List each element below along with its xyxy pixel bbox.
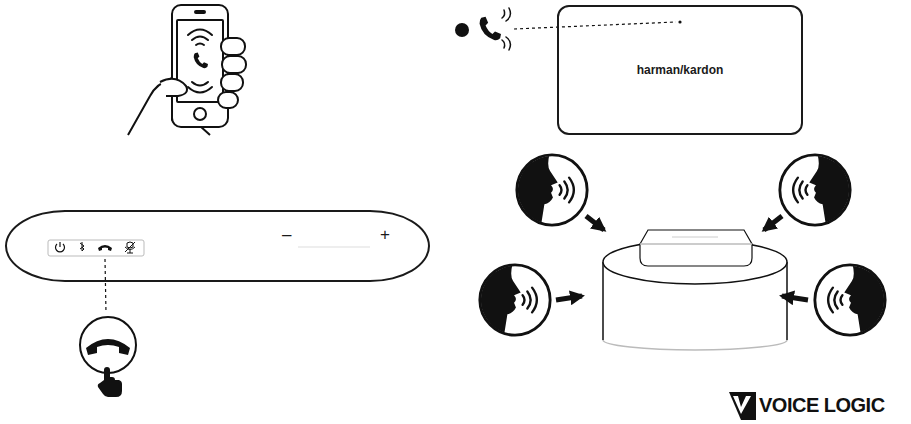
device-box: harman/kardon	[557, 5, 803, 135]
call-button-callout	[80, 259, 136, 397]
soundbar-controls	[48, 240, 370, 256]
speaking-heads	[477, 152, 888, 338]
logo-mark	[729, 392, 756, 420]
node-text: +	[380, 225, 390, 245]
node-text: –	[282, 225, 291, 245]
brand-logo-text: VOICE LOGIC	[759, 394, 885, 417]
phone-in-hand	[128, 5, 246, 135]
soundbar: –+	[5, 210, 430, 282]
node-text: harman/kardon	[637, 63, 724, 77]
table-with-device	[603, 230, 787, 350]
call-indicator	[455, 8, 682, 50]
